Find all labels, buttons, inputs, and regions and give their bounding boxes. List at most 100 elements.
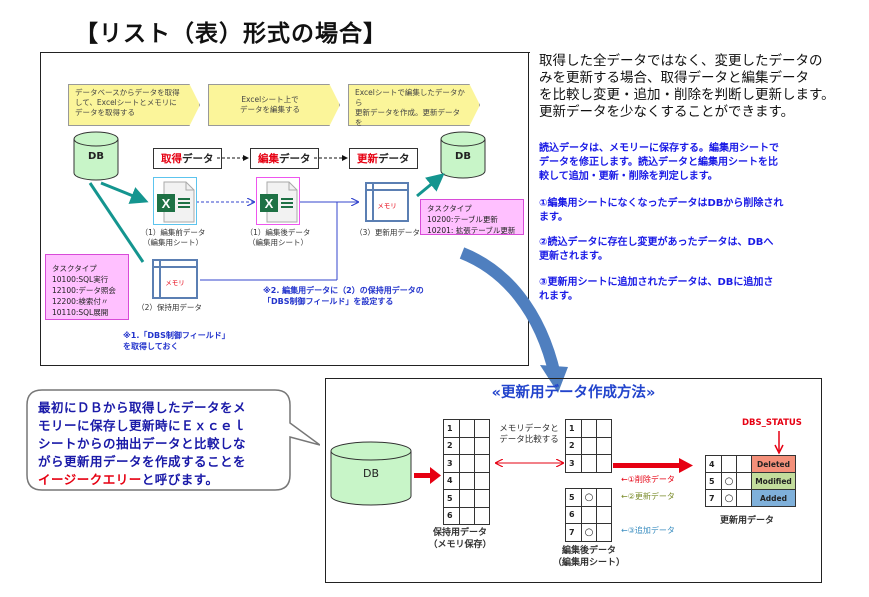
explanation-line: データを修正します。読込データと編集用シートを比 <box>539 157 778 168</box>
step-update-line: 更新データを作成。更新データを <box>355 108 460 127</box>
legend-deleted: ←①削除データ <box>621 475 675 484</box>
note-line: ※2. 編集用データに（2）の保持用データの <box>263 286 424 295</box>
note-1: ※1.「DBS制御フィールド」 を取得しておく <box>123 330 230 352</box>
empty-cell <box>474 506 490 525</box>
curved-flow-arrow <box>459 247 561 377</box>
empty-cell <box>459 506 475 525</box>
row-number-cell: 3 <box>443 454 460 473</box>
caption-line: （1）編集前データ <box>140 228 206 237</box>
task-type-item: 10110:SQL展開 <box>52 308 109 317</box>
db-label: DB <box>455 151 471 162</box>
caption-line: （編集用シート） <box>143 238 203 247</box>
rule-line: ③更新用シートに追加されたデータは、DBに追加さ <box>539 277 774 288</box>
grid-row: 2 <box>443 436 490 455</box>
rule-line: れます。 <box>539 291 578 302</box>
excel-file-icon: X <box>260 181 298 223</box>
memory-rule <box>372 184 374 220</box>
row-number-cell: 3 <box>565 454 582 473</box>
caption-line: データ比較する <box>499 435 559 445</box>
row-number-cell: 2 <box>565 436 582 455</box>
empty-cell <box>459 419 475 438</box>
callout-line: イージークエリーと呼びます。 <box>38 471 246 489</box>
arrow-update-to-db <box>416 173 445 198</box>
db-cylinder-bottom: DB <box>330 441 412 507</box>
empty-cell <box>459 436 475 455</box>
empty-cell <box>596 436 612 455</box>
task-type-item: 10200:テーブル更新 <box>427 215 498 224</box>
caption-line: （編集用シート） <box>553 558 626 568</box>
intro-line: みを更新する場合、取得データと編集データ <box>539 70 809 86</box>
tag-red-text: 取得 <box>161 153 182 165</box>
tag-text: データ <box>279 153 311 165</box>
grid-row: 3 <box>565 454 612 473</box>
row-number-cell: 6 <box>443 506 460 525</box>
callout-line: シートからの抽出データと比較しな <box>38 436 247 451</box>
change-mark-cell <box>581 505 597 524</box>
tag-fetched-data: 取得データ <box>153 148 222 169</box>
speech-bubble <box>26 389 320 491</box>
tag-red-text: 更新 <box>357 153 378 165</box>
hold-grid-caption: 保持用データ （メモリ保存） <box>424 527 496 551</box>
row-number-cell: 6 <box>565 505 582 524</box>
empty-cell <box>474 454 490 473</box>
empty-cell <box>596 523 612 542</box>
legend-added: ←③追加データ <box>621 526 675 535</box>
row-number-cell: 2 <box>443 436 460 455</box>
edit-grid-caption: 編集後データ （編集用シート） <box>553 545 625 569</box>
empty-cell <box>459 489 475 508</box>
memory-rule <box>367 189 407 191</box>
database-icon <box>73 131 119 181</box>
excel-file-icon: X <box>157 181 195 223</box>
memory-label: メモリ <box>165 279 185 288</box>
rule-line: 更新されます。 <box>539 251 608 262</box>
empty-cell <box>596 454 612 473</box>
step-update-note: Excelシートで編集したデータから 更新データを作成。更新データを 送信してデ… <box>348 84 480 126</box>
easy-query-term: イージークエリー <box>38 472 142 487</box>
step-update-line: Excelシートで編集したデータから <box>355 88 465 107</box>
empty-cell <box>459 471 475 490</box>
callout-line-rest: と呼びます。 <box>141 472 219 487</box>
caption-line: メモリデータと <box>499 424 559 434</box>
grid-row: 4 <box>443 471 490 490</box>
change-mark-cell: ○ <box>721 472 737 490</box>
empty-cell <box>736 489 752 507</box>
tag-red-text: 編集 <box>258 153 279 165</box>
curved-flow-arrowhead <box>540 365 568 393</box>
memory-label: メモリ <box>377 202 397 211</box>
step-fetch-note: データベースからデータを取得 して、Excelシートとメモリに データを取得する <box>68 84 200 126</box>
grid-row: 3 <box>443 454 490 473</box>
grid-row: 5○ <box>565 488 612 507</box>
top-diagram-frame <box>40 53 529 366</box>
bottom-diagram-title: «更新用データ作成方法» <box>491 385 656 401</box>
excel-before-caption: （1）編集前データ （編集用シート） <box>128 228 218 248</box>
grid-row: 7○ <box>565 523 612 542</box>
page-title: 【リスト（表）形式の場合】 <box>75 21 387 47</box>
tag-edited-data: 編集データ <box>250 148 319 169</box>
empty-cell <box>581 454 597 473</box>
empty-cell <box>736 472 752 490</box>
callout-line: 最初にＤＢから取得したデータをメ <box>38 400 247 415</box>
task-type-title: タスクタイプ <box>52 264 97 273</box>
task-type-fetch-box: タスクタイプ 10100:SQL実行 12100:データ照会 12200:検索付… <box>45 254 129 320</box>
excel-before-frame: X <box>153 177 197 225</box>
svg-text:X: X <box>162 196 171 211</box>
grid-row: 6 <box>443 506 490 525</box>
caption-line: （編集用シート） <box>248 238 308 247</box>
task-type-item: 12100:データ照会 <box>52 286 116 295</box>
memory-hold-box: メモリ <box>152 259 198 299</box>
empty-cell <box>596 488 612 507</box>
rule-deleted: ①編集用シートになくなったデータはDBから削除され ます。 <box>539 197 839 225</box>
row-number-cell: 7 <box>565 523 582 542</box>
caption-line: （メモリ保存） <box>428 540 492 550</box>
empty-cell <box>581 419 597 438</box>
empty-cell <box>474 471 490 490</box>
memory-rule <box>154 266 196 268</box>
rule-line: ②読込データに存在し変更があったデータは、DBへ <box>539 237 774 248</box>
explanation-paragraph: 読込データは、メモリーに保存する。編集用シートで データを修正します。読込データ… <box>539 142 839 184</box>
arrow-db-to-excel <box>100 181 149 204</box>
change-mark-cell: ○ <box>581 523 597 542</box>
empty-cell <box>596 419 612 438</box>
row-number-cell: 7 <box>705 489 722 507</box>
